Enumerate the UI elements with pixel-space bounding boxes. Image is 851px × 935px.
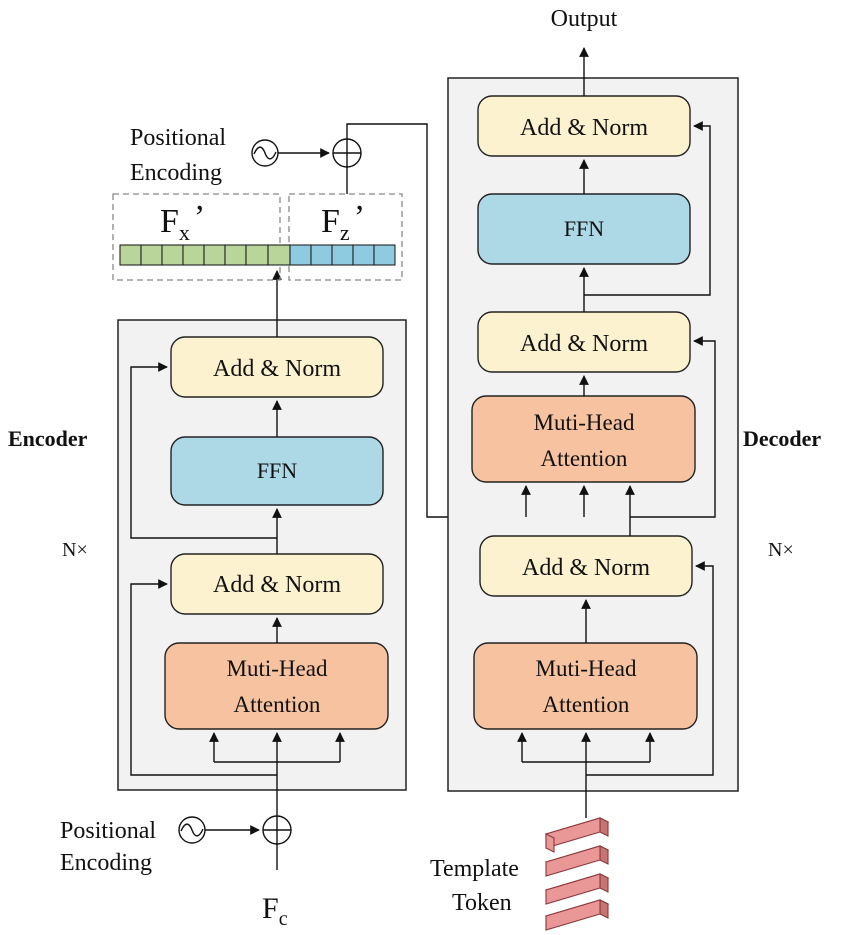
fz-label: Fz’ xyxy=(321,199,365,245)
fx-dashed-box xyxy=(112,193,281,281)
decoder-ffn: FFN xyxy=(477,193,691,265)
encoder-multi-head-attention: Muti-Head Attention xyxy=(164,642,389,730)
top-sine-icon xyxy=(251,139,279,167)
encoder-input-label: Fc xyxy=(262,892,288,930)
svg-text:Add & Norm: Add & Norm xyxy=(213,356,341,382)
template-token-label-1: Template xyxy=(430,856,519,882)
decoder-self-attention: Muti-Head Attention xyxy=(473,642,698,730)
encoder-add-icon xyxy=(262,815,292,845)
encoder-pos-enc-label-1: Positional xyxy=(60,818,156,844)
decoder-cross-attention: Muti-Head Attention xyxy=(471,395,696,483)
fx-label: Fx’ xyxy=(160,199,205,245)
encoder-pos-enc-label-2: Encoding xyxy=(60,850,152,876)
template-token-label-2: Token xyxy=(452,890,512,916)
encoder-sine-icon xyxy=(178,816,206,844)
svg-text:Muti-Head: Muti-Head xyxy=(536,656,637,681)
svg-text:Add & Norm: Add & Norm xyxy=(213,572,341,598)
fz-feature-cells xyxy=(289,244,396,266)
encoder-title: Encoder xyxy=(8,426,88,451)
svg-text:Attention: Attention xyxy=(234,692,321,717)
svg-text:FFN: FFN xyxy=(564,216,604,241)
decoder-title: Decoder xyxy=(743,426,821,451)
svg-text:Add & Norm: Add & Norm xyxy=(520,331,648,357)
encoder-connections xyxy=(130,270,345,870)
top-add-icon xyxy=(332,138,362,168)
svg-text:Add & Norm: Add & Norm xyxy=(522,555,650,581)
template-token-stack xyxy=(544,817,610,931)
decoder-add-norm-bottom: Add & Norm xyxy=(479,535,693,597)
encoder-add-norm-bottom: Add & Norm xyxy=(170,553,384,615)
encoder-add-norm-top: Add & Norm xyxy=(170,336,384,398)
top-pos-enc-label-1: Positional xyxy=(130,125,226,151)
top-pos-enc-label-2: Encoding xyxy=(130,160,222,186)
decoder-add-norm-mid: Add & Norm xyxy=(477,311,691,373)
svg-text:Attention: Attention xyxy=(541,446,628,471)
decoder-add-norm-top: Add & Norm xyxy=(477,95,691,157)
output-label: Output xyxy=(551,6,618,32)
encoder-repeat-label: N× xyxy=(62,539,88,561)
svg-text:Attention: Attention xyxy=(543,692,630,717)
svg-text:Muti-Head: Muti-Head xyxy=(227,656,328,681)
fz-dashed-box xyxy=(288,193,403,281)
encoder-ffn: FFN xyxy=(170,436,384,506)
decoder-connections xyxy=(517,47,716,818)
decoder-repeat-label: N× xyxy=(768,539,794,561)
svg-text:Muti-Head: Muti-Head xyxy=(534,410,635,435)
svg-text:Add & Norm: Add & Norm xyxy=(520,115,648,141)
fx-feature-cells xyxy=(119,244,291,266)
svg-text:FFN: FFN xyxy=(257,458,297,483)
